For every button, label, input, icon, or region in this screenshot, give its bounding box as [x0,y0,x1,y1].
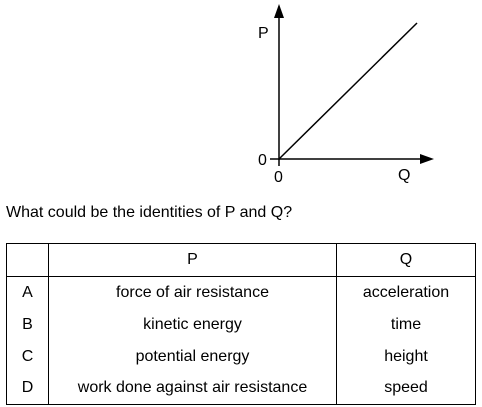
option-row-c[interactable]: C potential energy height [6,340,476,373]
x-axis-label: Q [398,167,410,184]
option-p-value: force of air resistance [48,276,337,309]
option-q-value: speed [336,372,476,405]
option-p-value: work done against air resistance [48,372,337,405]
header-option [6,243,49,277]
option-p-value: potential energy [48,340,337,373]
option-letter: C [6,340,49,373]
option-row-d[interactable]: D work done against air resistance speed [6,372,476,405]
x-origin-label: 0 [274,169,283,186]
option-p-value: kinetic energy [48,308,337,341]
graph: P Q 0 0 [258,4,434,186]
option-row-b[interactable]: B kinetic energy time [6,308,476,341]
graph-line [278,22,418,160]
option-letter: B [6,308,49,341]
option-letter: A [6,276,49,309]
y-axis-label: P [258,25,269,42]
option-row-a[interactable]: A force of air resistance acceleration [6,276,476,309]
header-p: P [48,243,337,277]
option-q-value: height [336,340,476,373]
answer-table: P Q A force of air resistance accelerati… [6,243,476,405]
table-header-row: P Q [6,243,476,277]
x-axis-arrowhead [420,154,434,164]
option-letter: D [6,372,49,405]
y-origin-label: 0 [258,152,267,169]
y-axis-arrowhead [274,4,284,18]
option-q-value: acceleration [336,276,476,309]
question-text: What could be the identities of P and Q? [6,204,293,221]
option-q-value: time [336,308,476,341]
header-q: Q [336,243,476,277]
